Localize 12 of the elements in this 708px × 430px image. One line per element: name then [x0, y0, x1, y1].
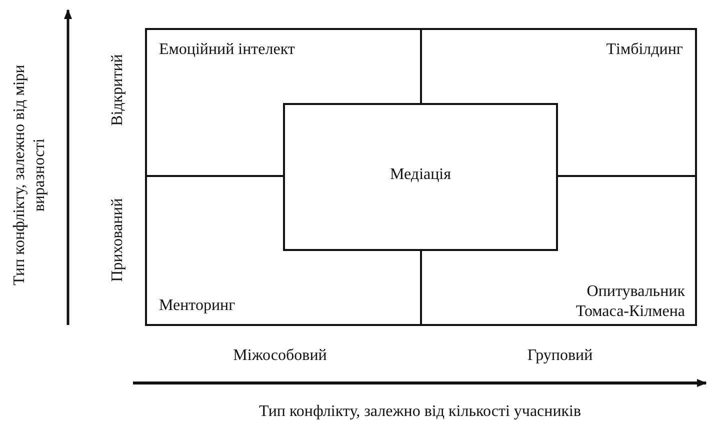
- cell-text: Менторинг: [159, 296, 236, 316]
- center-box: [283, 103, 558, 251]
- cell-text: Медіація: [389, 165, 452, 185]
- cell-text: Емоційний інтелект: [159, 40, 295, 60]
- cell-text: Опитувальник Томаса-Кілмена: [574, 282, 685, 322]
- axis-category: Прихований: [108, 197, 127, 284]
- axis-category: Відкритий: [108, 53, 127, 128]
- cell-text: Тімбілдинг: [606, 40, 683, 60]
- axis-title: Тип конфлікту, залежно від кількості учасників: [258, 402, 582, 422]
- axis-title: Тип конфлікту, залежно від міри виразності: [10, 64, 49, 288]
- axis-category: Груповий: [526, 346, 594, 366]
- axis-category: Міжособовий: [232, 346, 328, 366]
